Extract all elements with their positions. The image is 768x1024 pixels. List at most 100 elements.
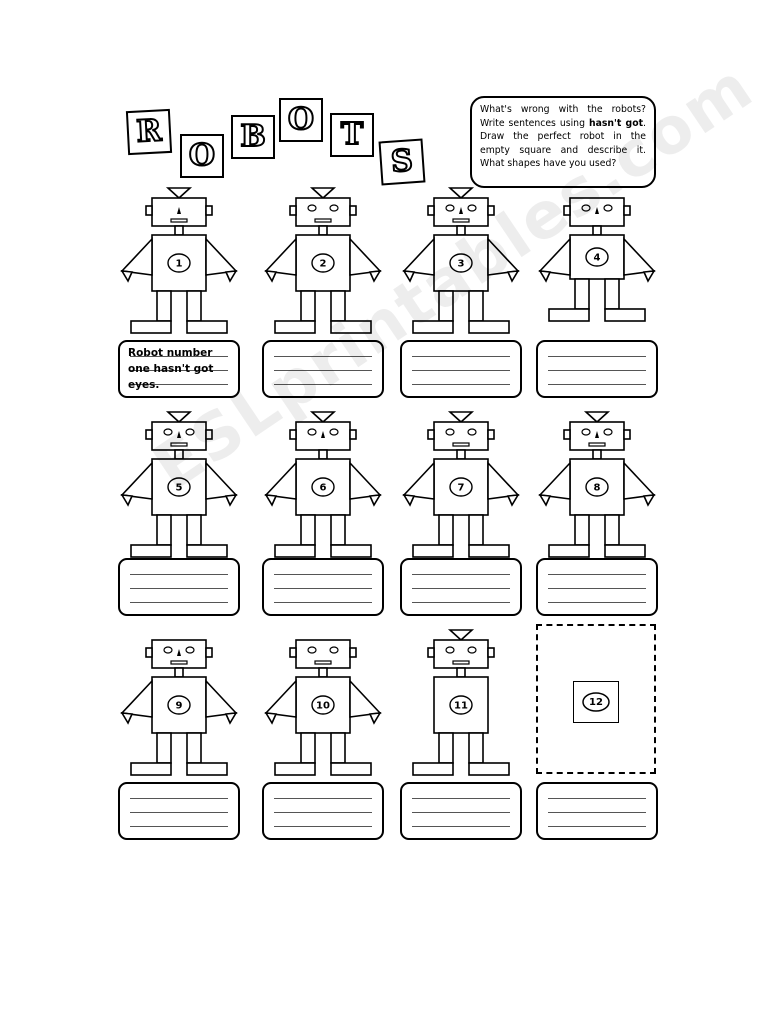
robot-number-oval [585, 247, 609, 267]
robot-number-oval [167, 695, 191, 715]
robot-leg [604, 278, 620, 310]
answer-box[interactable] [262, 558, 384, 616]
writing-line [130, 812, 228, 813]
answer-box[interactable]: Robot number one hasn't got eyes. [118, 340, 240, 398]
number-oval [582, 692, 610, 712]
robot-hand [506, 494, 520, 507]
writing-line [130, 370, 228, 371]
writing-line [274, 370, 372, 371]
robot-eye [307, 428, 317, 436]
robot-nose [177, 431, 181, 438]
robot-nose [459, 207, 463, 214]
title-letter: B [239, 119, 266, 154]
answer-box[interactable] [118, 782, 240, 840]
writing-line [548, 826, 646, 827]
robot-neck [318, 225, 328, 236]
robot-number-oval [311, 253, 335, 273]
robot-ear [427, 647, 435, 658]
robot-nose [595, 431, 599, 438]
robot-figure: 5 [120, 411, 238, 558]
writing-line [130, 826, 228, 827]
robot-ear [487, 647, 495, 658]
robot-ear [487, 205, 495, 216]
robot-eye [603, 428, 613, 436]
robot-hand [224, 712, 238, 725]
answer-box[interactable] [536, 782, 658, 840]
robot-number: 10 [316, 701, 330, 712]
answer-box[interactable] [536, 558, 658, 616]
robot-foot [330, 762, 372, 776]
robot-foot [548, 544, 590, 558]
writing-line [130, 602, 228, 603]
robot-hand [642, 270, 656, 283]
robot-eye [329, 428, 339, 436]
robot-leg [468, 732, 484, 764]
robot-leg [300, 514, 316, 546]
writing-line [130, 574, 228, 575]
writing-line [274, 826, 372, 827]
answer-box[interactable] [400, 558, 522, 616]
robot-arm [264, 460, 297, 500]
robot-leg [574, 278, 590, 310]
writing-line [548, 574, 646, 575]
robot-arm [120, 678, 153, 718]
robot-eye [307, 204, 317, 212]
answer-box[interactable] [262, 782, 384, 840]
robot-hand [402, 270, 416, 283]
robot-figure: 6 [264, 411, 382, 558]
title-letter: T [340, 117, 364, 152]
example-answer: Robot number one hasn't got eyes. [128, 347, 214, 391]
robot-hand [642, 494, 656, 507]
robot-neck [456, 667, 466, 678]
robot-hand [264, 712, 278, 725]
robot-nose [177, 649, 181, 656]
robot-foot [468, 544, 510, 558]
robot-mouth [170, 660, 188, 665]
robot-ear [427, 205, 435, 216]
robot-eye [603, 204, 613, 212]
robot-hand [264, 270, 278, 283]
robot-ear [289, 647, 297, 658]
robot-ear [145, 205, 153, 216]
robot-figure: 11 [412, 629, 510, 776]
writing-line [548, 812, 646, 813]
robot-eye [467, 204, 477, 212]
robot-nose [177, 207, 181, 214]
robot-leg [186, 290, 202, 322]
writing-line [130, 588, 228, 589]
robot-foot [412, 320, 454, 334]
robot-antenna [447, 187, 475, 200]
answer-box[interactable] [400, 340, 522, 398]
robot-number: 8 [594, 483, 601, 494]
robot-number: 9 [176, 701, 183, 712]
robot-hand [224, 494, 238, 507]
robot-arm [264, 678, 297, 718]
robot-arm [349, 460, 382, 500]
robot-hand [120, 270, 134, 283]
drawing-square[interactable] [536, 624, 656, 774]
robot-foot [274, 762, 316, 776]
title-letter-tile: R [125, 108, 173, 156]
robot-leg [300, 290, 316, 322]
robot-ear [427, 429, 435, 440]
robot-number: 2 [320, 259, 327, 270]
robot-neck [174, 225, 184, 236]
instructions-bold: hasn't got [588, 117, 644, 129]
writing-line [412, 356, 510, 357]
robot-hand [264, 494, 278, 507]
robot-leg [438, 290, 454, 322]
robot-arm [205, 678, 238, 718]
robot-mouth [452, 660, 470, 665]
robot-figure: 8 [538, 411, 656, 558]
robot-leg [300, 732, 316, 764]
answer-box[interactable] [262, 340, 384, 398]
answer-box[interactable] [400, 782, 522, 840]
robot-arm [120, 460, 153, 500]
writing-line [548, 602, 646, 603]
writing-line [548, 588, 646, 589]
answer-box[interactable] [118, 558, 240, 616]
writing-line [130, 384, 228, 385]
robot-figure: 10 [264, 639, 382, 776]
answer-box[interactable] [536, 340, 658, 398]
